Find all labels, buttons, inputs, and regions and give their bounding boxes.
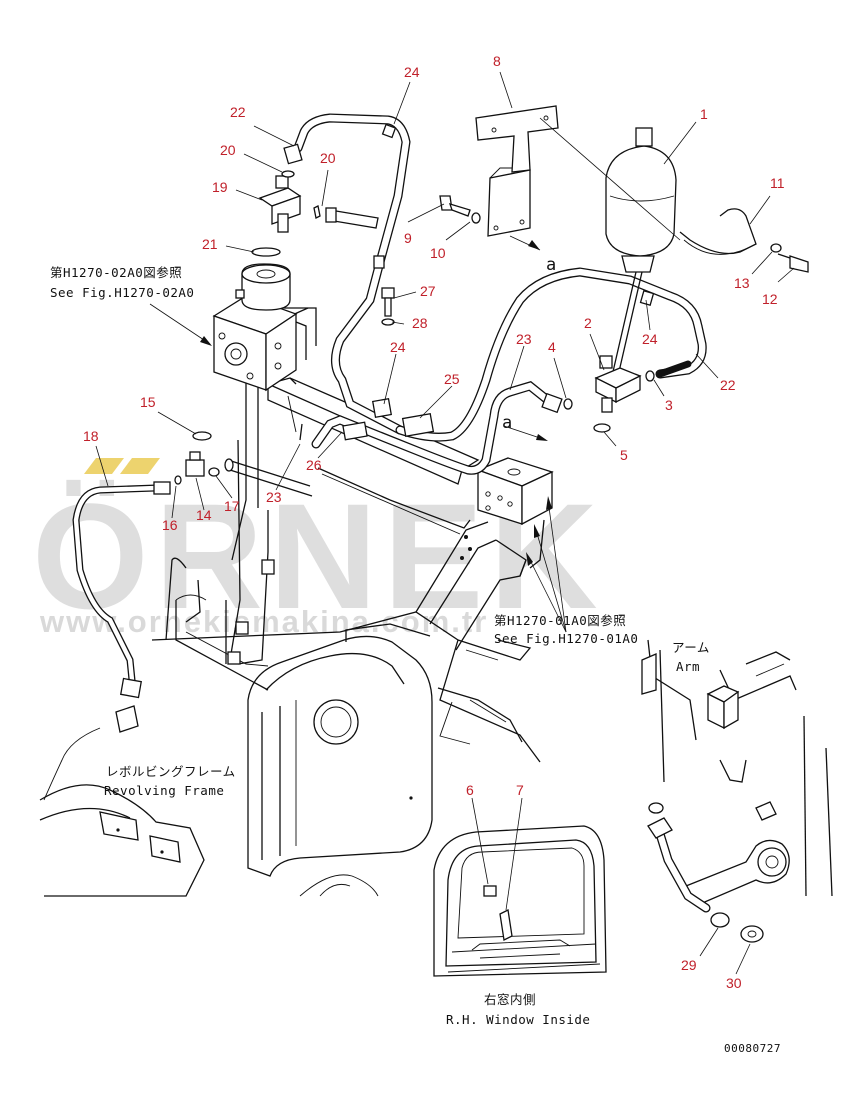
arm-detail xyxy=(641,639,833,943)
notes: 第H1270-02A0図参照 See Fig.H1270-02A0 a a 第H… xyxy=(50,255,781,1055)
bracket-column xyxy=(165,307,317,665)
callout-20-right: 20 xyxy=(320,150,336,166)
arm-label-jp: アーム xyxy=(672,640,710,655)
clamps xyxy=(342,397,435,441)
callout-24-right: 24 xyxy=(642,331,658,347)
callout-25: 25 xyxy=(444,371,460,387)
watermark-accent-left xyxy=(84,458,124,474)
callout-28: 28 xyxy=(412,315,428,331)
callout-3: 3 xyxy=(665,397,673,413)
callout-20-left: 20 xyxy=(220,142,236,158)
pipe-22-top xyxy=(283,113,411,435)
window-label-en: R.H. Window Inside xyxy=(446,1012,590,1027)
callout-24-mid: 24 xyxy=(390,339,406,355)
callout-16: 16 xyxy=(162,517,178,533)
pipe-22-right xyxy=(395,267,707,442)
callout-18: 18 xyxy=(83,428,99,444)
drawing-number: 00080727 xyxy=(724,1042,781,1055)
callout-4: 4 xyxy=(548,339,556,355)
upper-valve-block xyxy=(212,263,307,392)
callout-24-top: 24 xyxy=(404,64,420,80)
callout-12: 12 xyxy=(762,291,778,307)
pipe-23 xyxy=(311,381,563,475)
frame-label-jp: レボルビングフレーム xyxy=(106,764,236,779)
callout-22-top: 22 xyxy=(230,104,246,120)
ref-lower-jp: 第H1270-01A0図参照 xyxy=(494,613,626,628)
callout-8: 8 xyxy=(493,53,501,69)
ref-upper-jp: 第H1270-02A0図参照 xyxy=(50,265,182,280)
callout-15: 15 xyxy=(140,394,156,410)
arm-label-en: Arm xyxy=(676,659,700,674)
callout-26: 26 xyxy=(306,457,322,473)
bracket-8 xyxy=(475,105,559,237)
revolving-frame xyxy=(39,519,545,897)
leader-lines xyxy=(95,71,795,975)
marker-a-mid: a xyxy=(502,413,513,433)
callout-29: 29 xyxy=(681,957,697,973)
tee-19 xyxy=(251,170,379,257)
callout-17: 17 xyxy=(224,498,240,514)
callout-27: 27 xyxy=(420,283,436,299)
rod-23 xyxy=(224,458,313,497)
callout-2: 2 xyxy=(584,315,592,331)
hose-18 xyxy=(72,431,220,733)
callout-13: 13 xyxy=(734,275,750,291)
cab-window xyxy=(433,825,607,977)
bolt-27 xyxy=(381,287,395,326)
marker-arrows xyxy=(149,117,681,633)
callout-30: 30 xyxy=(726,975,742,991)
callout-6: 6 xyxy=(466,782,474,798)
manifold-block xyxy=(476,457,554,526)
bolt-9 xyxy=(439,195,481,224)
ref-lower-en: See Fig.H1270-01A0 xyxy=(494,631,638,646)
callout-11: 11 xyxy=(770,175,785,191)
callout-7: 7 xyxy=(516,782,524,798)
watermark-accent-right xyxy=(120,458,160,474)
accumulator-1 xyxy=(605,127,677,377)
callout-14: 14 xyxy=(196,507,212,523)
callout-21: 21 xyxy=(202,236,218,252)
marker-a-top: a xyxy=(546,255,557,275)
callout-5: 5 xyxy=(620,447,628,463)
valve-2 xyxy=(563,355,655,433)
band-11 xyxy=(679,208,809,273)
callout-19: 19 xyxy=(212,179,228,195)
callout-9: 9 xyxy=(404,230,412,246)
callout-22-right: 22 xyxy=(720,377,736,393)
window-label-jp: 右窓内側 xyxy=(484,992,536,1007)
callout-numbers: 1 2 3 4 5 6 7 8 9 10 11 12 13 14 15 16 1… xyxy=(83,53,785,991)
callout-1: 1 xyxy=(700,106,708,122)
callout-23-upper: 23 xyxy=(516,331,532,347)
callout-23-lower: 23 xyxy=(266,489,282,505)
callout-10: 10 xyxy=(430,245,446,261)
frame-label-en: Revolving Frame xyxy=(104,783,224,798)
ref-upper-en: See Fig.H1270-02A0 xyxy=(50,285,194,300)
